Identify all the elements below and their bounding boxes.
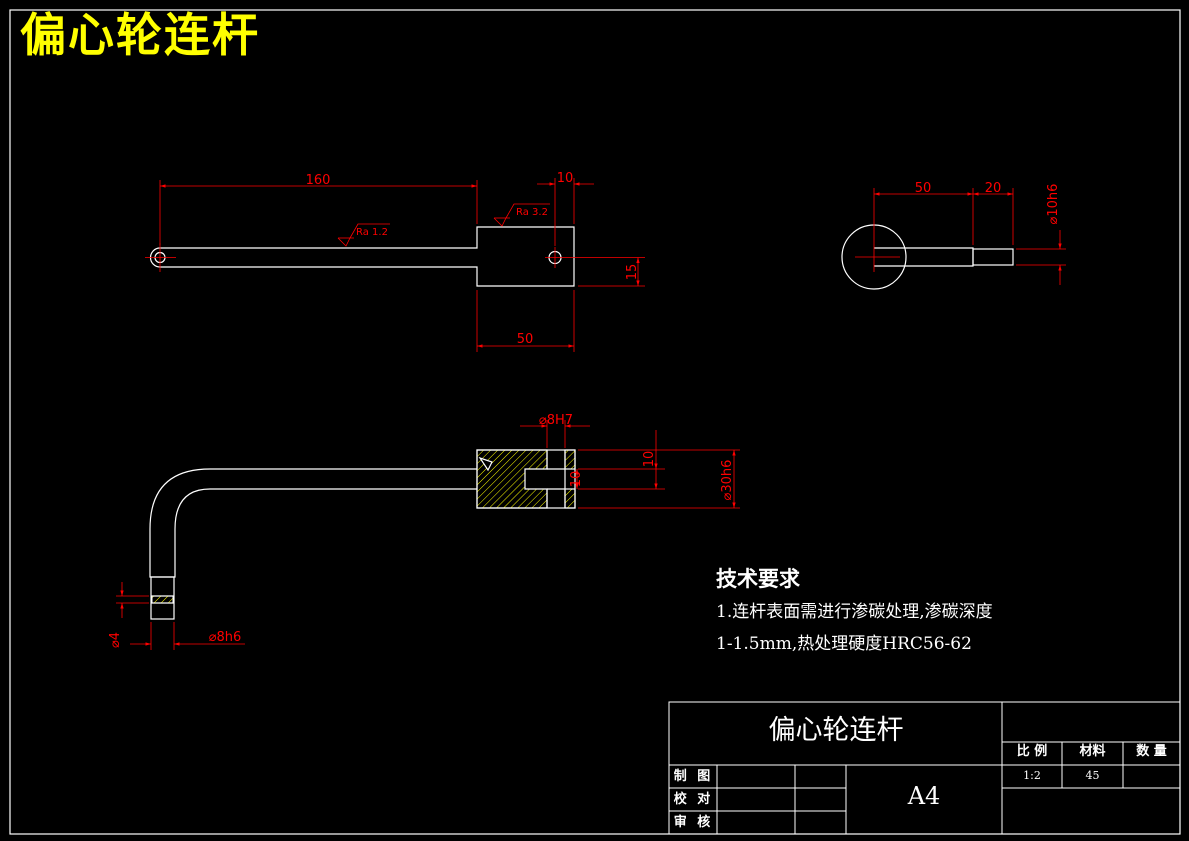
title-block-value-material: 45 [1085, 769, 1100, 782]
dim-rod-diameter: ⌀4 [108, 632, 123, 648]
dim-pin-diameter: ⌀8h6 [209, 630, 242, 645]
title-block-part-name: 偏心轮连杆 [768, 715, 904, 746]
drawing-title: 偏心轮连杆 [20, 8, 260, 62]
side-view-centerlines [855, 240, 900, 272]
front-view-bent-rod [149, 468, 477, 578]
dim-side-pin-length: 20 [985, 181, 1002, 196]
title-block-role-checked: 校 对 [673, 792, 714, 807]
dim-slot-depth-1: 10 [642, 451, 657, 468]
side-view-pin [972, 248, 1014, 266]
title-block-role-drawn: 制 图 [673, 769, 714, 784]
front-view-hatching [151, 449, 576, 604]
front-view-pin [150, 576, 175, 620]
front-view-dimensions [116, 420, 740, 650]
title-block-sheet-size: A4 [907, 782, 941, 810]
title-block-header-material: 材料 [1079, 744, 1106, 759]
dim-top-offset: 10 [557, 171, 574, 186]
title-block-header-scale: 比 例 [1016, 744, 1048, 759]
title-block-value-scale: 1:2 [1023, 769, 1041, 782]
dim-slot-depth-2: 10 [569, 471, 584, 488]
dim-block-diameter: ⌀30h6 [720, 460, 735, 501]
dim-top-length: 160 [306, 173, 331, 188]
dim-slot-hole: ⌀8H7 [539, 413, 573, 428]
dimension-texts: 160 10 50 15 Ra 1.2 Ra 3.2 50 20 ⌀10h6 ⌀… [108, 171, 1061, 648]
dim-roughness-2: Ra 3.2 [516, 207, 548, 218]
title-block-header-quantity: 数 量 [1136, 744, 1167, 759]
title-block-role-approved: 审 核 [673, 815, 714, 830]
tech-requirements-line-2: 1-1.5mm,热处理硬度HRC56-62 [716, 634, 972, 654]
dim-side-length: 50 [915, 181, 932, 196]
side-view-dimensions [873, 188, 1066, 285]
dim-block-width: 50 [517, 332, 534, 347]
top-view-centerlines [145, 243, 566, 272]
dim-side-pin-diameter: ⌀10h6 [1046, 184, 1061, 225]
tech-requirements-heading: 技术要求 [716, 566, 800, 591]
tech-requirements-line-1: 1.连杆表面需进行渗碳处理,渗碳深度 [716, 602, 993, 622]
dim-roughness-1: Ra 1.2 [356, 227, 388, 238]
drawing-frame [9, 9, 1181, 835]
top-view-outline [149, 226, 575, 287]
title-block [668, 701, 1181, 835]
top-view-dimensions [159, 178, 645, 352]
dim-block-height: 15 [625, 264, 640, 281]
